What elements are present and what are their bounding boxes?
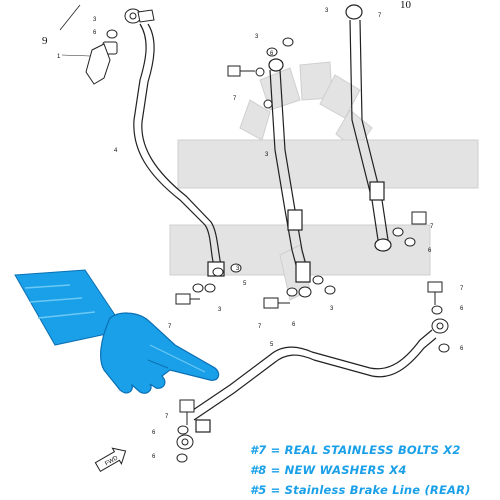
part-number-5: 5 [270,342,274,348]
fwd-arrow-icon: FWD [94,447,127,473]
part-number-7: 7 [258,324,262,330]
part-number-7: 7 [165,414,169,420]
part-number-3: 3 [255,34,259,40]
part-number-10: 10 [400,0,412,11]
legend-item-washers: #8 = NEW WASHERS X4 [250,463,407,477]
legend-item-bolts: #7 = REAL STAINLESS BOLTS X2 [250,443,461,457]
parts-legend: #7 = REAL STAINLESS BOLTS X2 #8 = NEW WA… [250,440,500,500]
part-number-6: 6 [152,430,156,436]
center-brake-hose [268,58,311,283]
part-number-6: 6 [270,51,274,57]
part-number-3: 3 [236,266,240,272]
part-number-3: 3 [218,307,222,313]
part-number-7: 7 [460,286,464,292]
pointing-hand-icon [14,269,220,394]
part-number-5: 5 [243,281,247,287]
part-number-4: 4 [114,148,118,154]
part-number-7: 7 [168,324,172,330]
part-number-9: 9 [42,35,48,47]
part-number-6: 6 [428,248,432,254]
part-number-6: 6 [93,30,97,36]
part-number-3: 3 [265,152,269,158]
part-number-3: 3 [93,17,97,23]
leader-line [61,54,91,57]
part-number-3: 3 [325,8,329,14]
part-number-7: 7 [233,96,237,102]
part-number-6: 6 [460,346,464,352]
right-brake-hose [345,4,392,252]
part-number-6: 6 [152,454,156,460]
rear-banjo-fitting [427,281,450,353]
part-number-6: 6 [460,306,464,312]
union-washers [175,211,427,309]
part-number-1: 1 [57,54,61,60]
top-left-banjo-fitting [85,8,155,85]
leader-line [59,4,81,31]
part-number-7: 7 [378,13,382,19]
legend-item-brake-line: #5 = Stainless Brake Line (REAR) [250,483,471,497]
part-number-3: 3 [330,306,334,312]
front-banjo-fitting [176,399,195,463]
rear-brake-line-5 [189,329,437,433]
bolt-and-washers-top [227,37,294,109]
part-number-6: 6 [292,322,296,328]
part-number-7: 7 [430,224,434,230]
